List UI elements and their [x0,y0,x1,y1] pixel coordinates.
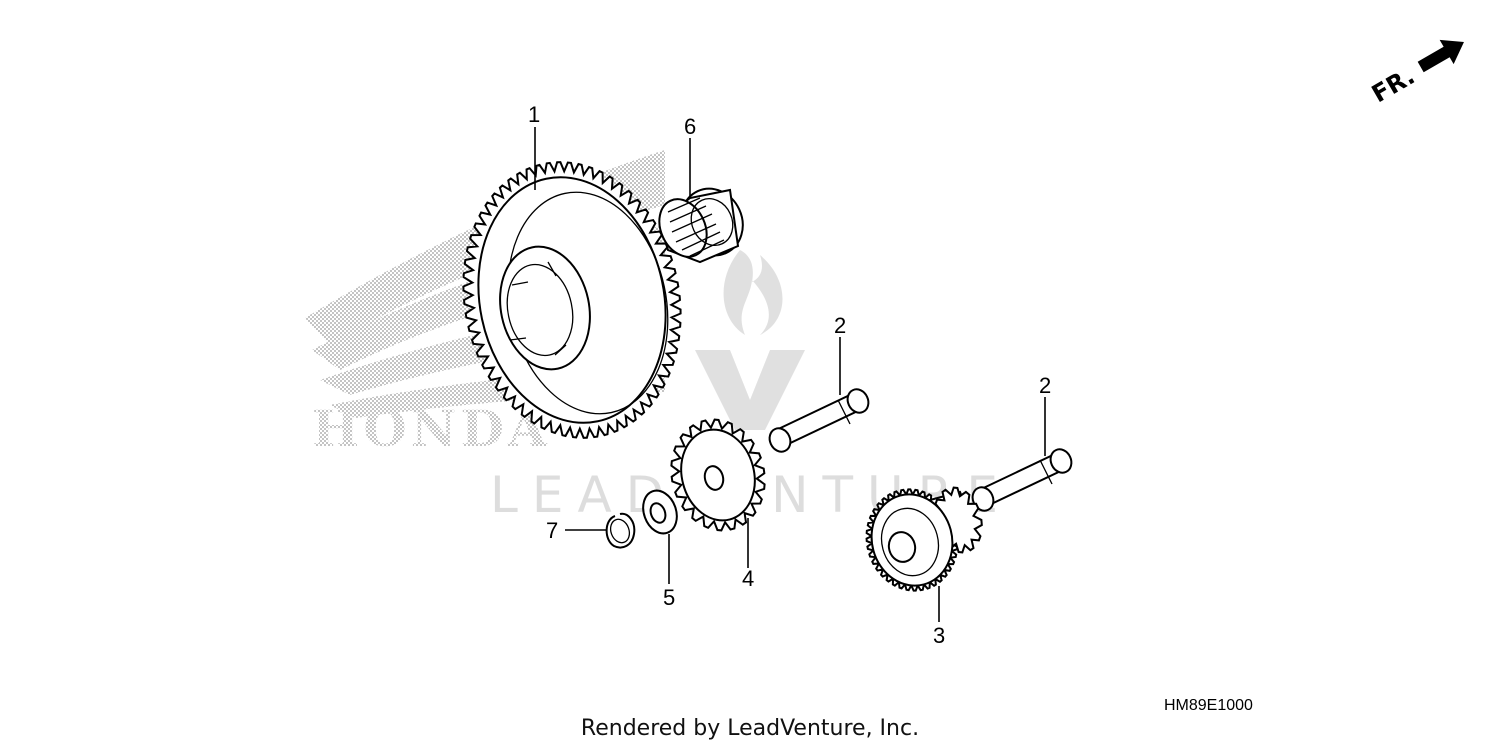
front-direction-label: FR. [1367,62,1419,108]
part-4-small-gear[interactable] [659,409,776,541]
callout-4[interactable]: 4 [742,566,754,591]
callout-7[interactable]: 7 [546,518,558,543]
part-2-shaft-upper[interactable] [766,386,872,455]
callout-3[interactable]: 3 [933,623,945,648]
callout-numbers: 1 6 2 2 7 5 4 3 [528,102,1051,648]
honda-watermark-text: HONDA [312,399,551,458]
callout-6[interactable]: 6 [684,114,696,139]
part-5-washer[interactable] [637,486,682,538]
render-credit: Rendered by LeadVenture, Inc. [580,716,920,741]
front-direction-arrow: FR. [1367,39,1464,108]
part-6-needle-bearing[interactable] [650,179,753,266]
leader-lines [534,127,1046,622]
part-7-circlip[interactable] [605,512,636,549]
part-2-shaft-lower[interactable] [969,446,1075,514]
callout-5[interactable]: 5 [663,585,675,610]
part-3-idle-gear[interactable] [855,479,988,601]
diagram-code: HM89E1000 [1164,697,1253,714]
callout-2-upper[interactable]: 2 [834,313,846,338]
part-1-large-gear[interactable] [439,142,706,458]
callout-1[interactable]: 1 [528,102,540,127]
callout-2-lower[interactable]: 2 [1039,373,1051,398]
